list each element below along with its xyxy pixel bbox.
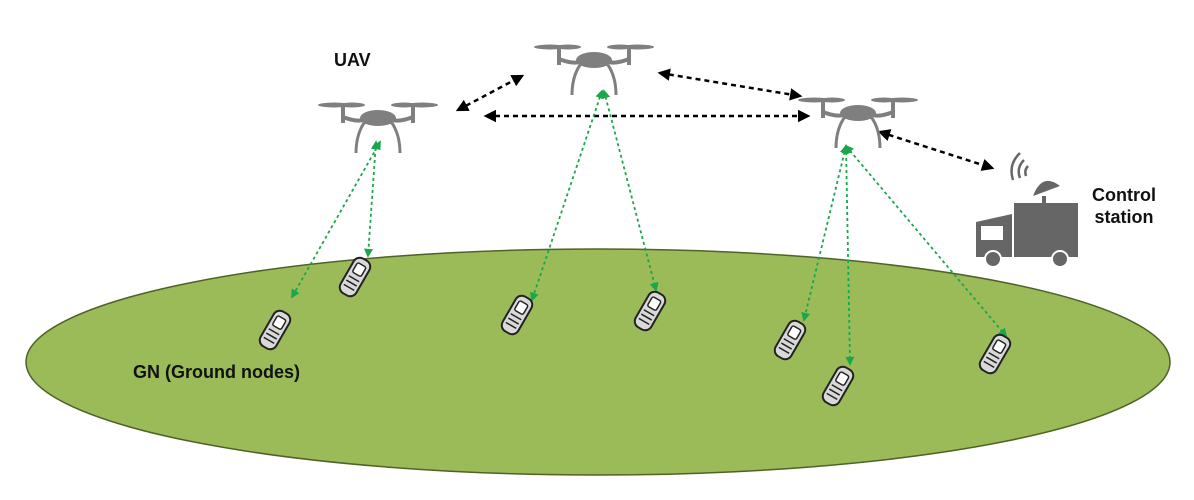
link-uav2-gn3 xyxy=(530,89,604,302)
link-uav3-gn7 xyxy=(844,144,1008,338)
link-uav1-gn2 xyxy=(364,140,380,258)
uav-label: UAV xyxy=(334,50,371,70)
quadcopter-drone-icon xyxy=(316,100,440,155)
control-station-label: Control station xyxy=(1084,184,1164,228)
uav-links xyxy=(455,68,995,171)
control-station-label-line2: station xyxy=(1094,207,1154,227)
quadcopter-drone-icon xyxy=(532,42,656,97)
satellite-truck-icon xyxy=(976,152,1078,268)
uav-link-middle-right xyxy=(657,68,803,101)
uav-link-right-station xyxy=(877,129,995,171)
uav-link-left-middle xyxy=(455,74,525,112)
ground-nodes-label: GN (Ground nodes) xyxy=(133,362,300,382)
quadcopter-drone-icon xyxy=(796,95,920,150)
control-station-label-line1: Control xyxy=(1092,185,1156,205)
link-uav2-gn4 xyxy=(601,89,659,292)
ground-links xyxy=(291,89,1008,366)
